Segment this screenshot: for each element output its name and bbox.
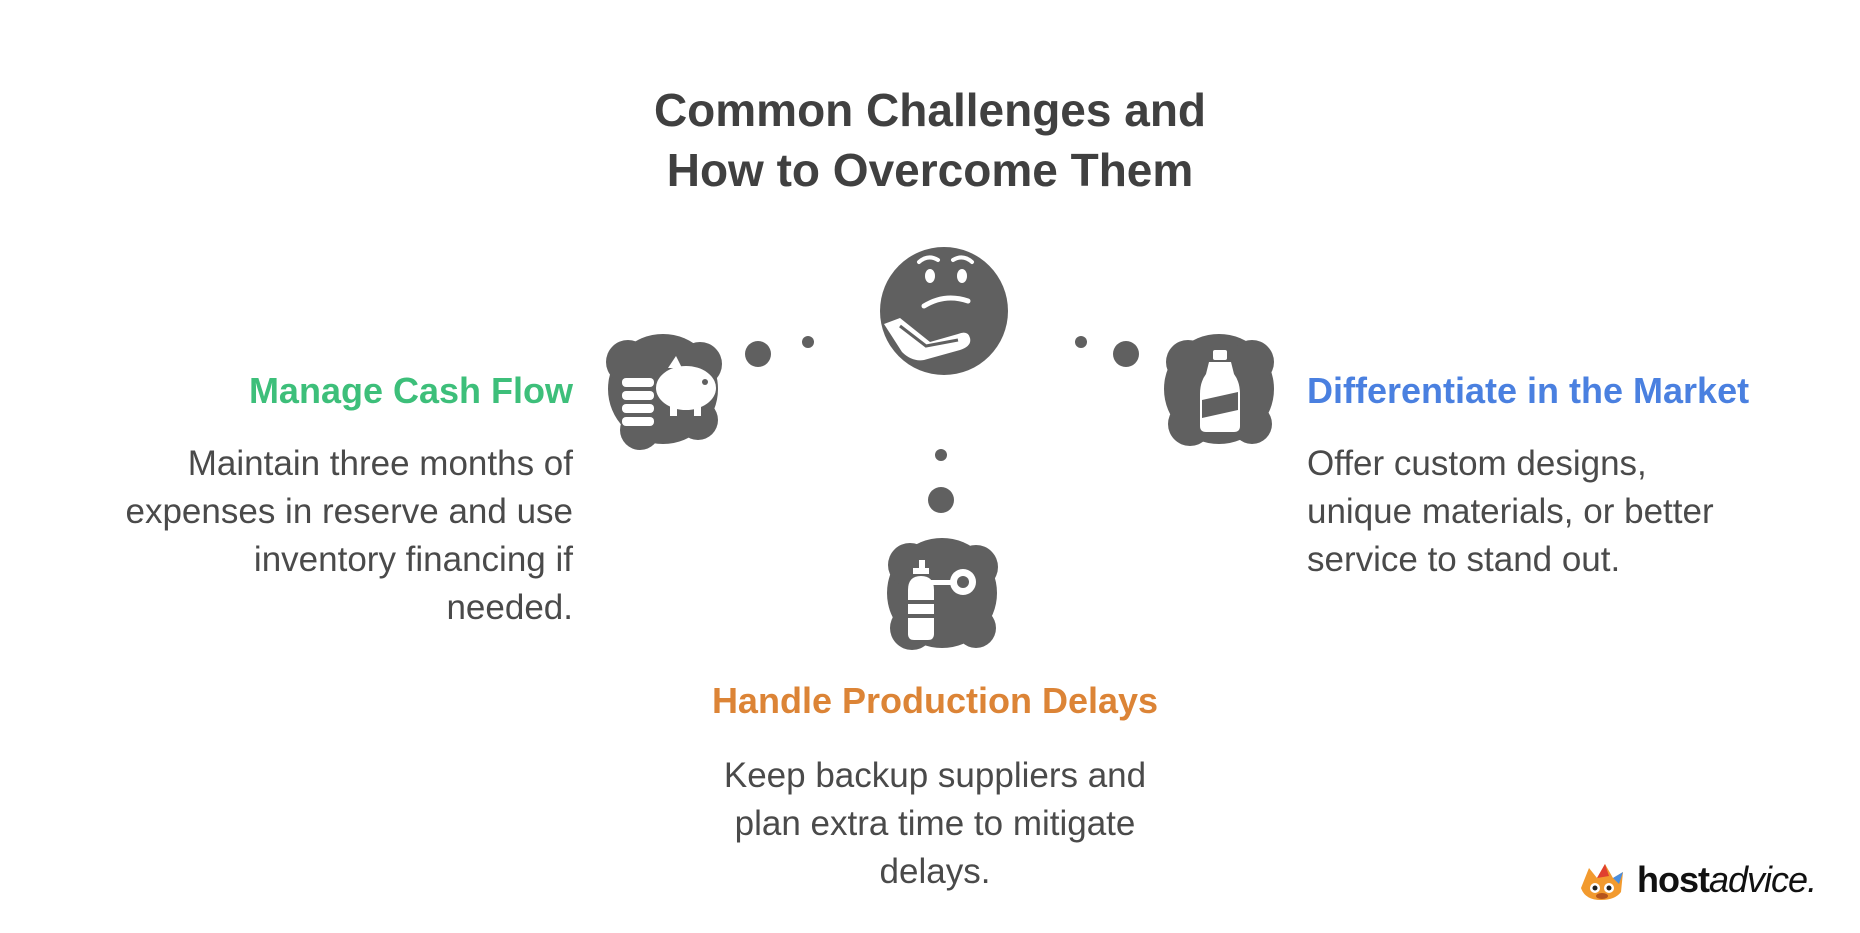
bottle-icon [1164, 334, 1274, 446]
description-line: Maintain three months of [187, 444, 573, 483]
connector-dot [928, 487, 954, 513]
connector-dot [935, 449, 947, 461]
logo-wordmark: hostadvice. [1637, 859, 1817, 901]
description-line: expenses in reserve and use [125, 492, 574, 531]
differentiate-market-heading: Differentiate in the Market [1307, 370, 1750, 411]
description-line: needed. [446, 588, 573, 627]
manage-cash-flow-description: Maintain three months of expenses in res… [126, 440, 574, 632]
title-line-1: Common Challenges and [653, 84, 1207, 136]
gas-cylinder-gauge-icon [887, 538, 998, 650]
title-line-2: How to Overcome Them [666, 144, 1194, 196]
description-line: Keep backup suppliers and [723, 756, 1147, 795]
description-line: unique materials, or better [1307, 492, 1714, 531]
logo-host: host [1637, 859, 1710, 900]
connector-dot [802, 336, 814, 348]
description-line: delays. [879, 852, 991, 891]
description-line: service to stand out. [1307, 540, 1621, 579]
connector-dot [745, 341, 771, 367]
connector-dot [1075, 336, 1087, 348]
manage-cash-flow-heading: Manage Cash Flow [248, 370, 573, 411]
connector-dot [1113, 341, 1139, 367]
fox-mascot-icon [1581, 864, 1623, 900]
production-delays-heading: Handle Production Delays [711, 680, 1159, 721]
description-line: Offer custom designs, [1307, 444, 1647, 483]
production-delays-description: Keep backup suppliers and plan extra tim… [660, 752, 1210, 896]
description-line: plan extra time to mitigate [734, 804, 1136, 843]
thinking-face-icon [880, 247, 1008, 375]
connector-dots [745, 336, 1139, 513]
page-title: Common Challenges and How to Overcome Th… [580, 80, 1280, 200]
logo-advice: advice. [1709, 859, 1817, 900]
hostadvice-logo: hostadvice. [1575, 858, 1817, 902]
piggy-bank-coins-icon [606, 334, 722, 450]
description-line: inventory financing if [253, 540, 573, 579]
differentiate-market-description: Offer custom designs, unique materials, … [1307, 440, 1714, 584]
